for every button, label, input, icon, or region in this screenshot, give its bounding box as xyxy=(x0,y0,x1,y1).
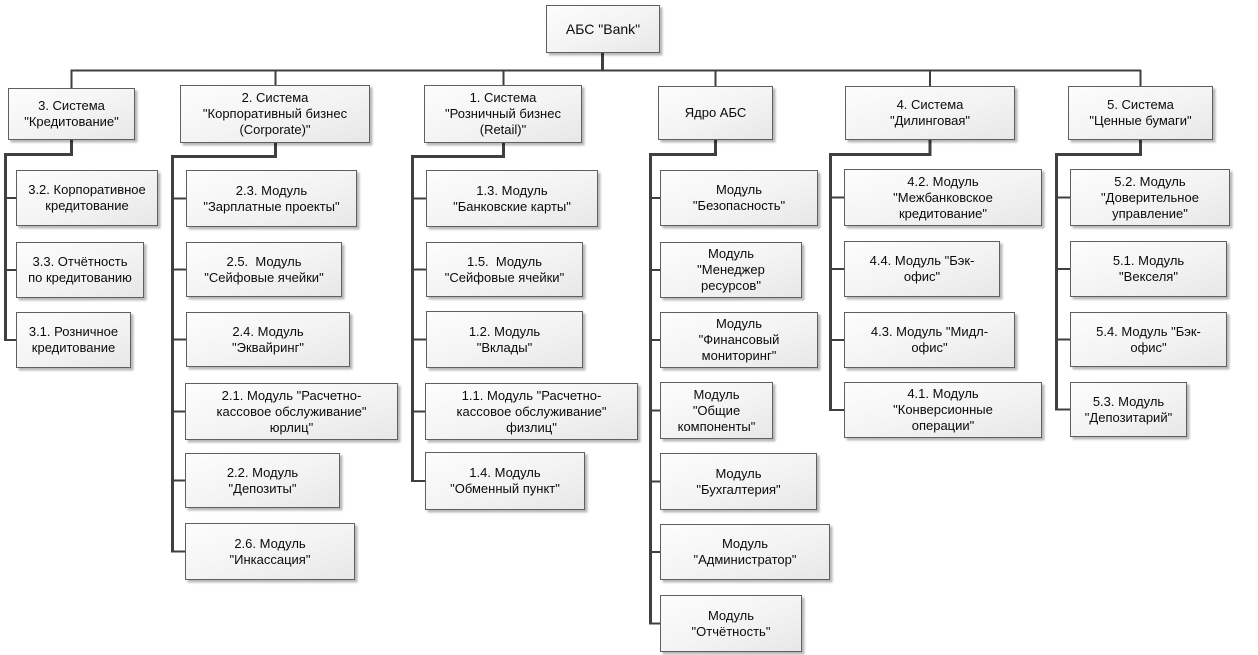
node-2-1-rko-yurlits: 2.1. Модуль "Расчетно- кассовое обслужив… xyxy=(185,383,398,440)
node-system-1-roznichny-biznes: 1. Система "Розничный бизнес (Retail)" xyxy=(424,85,582,143)
node-modul-obshchie-komponenty: Модуль "Общие компоненты" xyxy=(660,382,773,439)
node-5-3-depozitariy: 5.3. Модуль "Депозитарий" xyxy=(1070,382,1187,437)
node-1-3-bankovskie-karty: 1.3. Модуль "Банковские карты" xyxy=(426,170,598,227)
node-2-6-inkassatsiya: 2.6. Модуль "Инкассация" xyxy=(185,523,355,580)
node-modul-finansovy-monitoring: Модуль "Финансовый мониторинг" xyxy=(660,312,818,368)
node-modul-bezopasnost: Модуль "Безопасность" xyxy=(660,170,818,226)
node-1-5-seyfovye-yacheyki: 1.5. Модуль "Сейфовые ячейки" xyxy=(426,242,583,297)
node-1-1-rko-fizlits: 1.1. Модуль "Расчетно- кассовое обслужив… xyxy=(425,383,638,440)
node-system-2-korporativny-biznes: 2. Система "Корпоративный бизнес (Corpor… xyxy=(180,85,370,143)
node-5-4-bek-ofis: 5.4. Модуль "Бэк- офис" xyxy=(1070,312,1227,367)
node-2-2-depozity: 2.2. Модуль "Депозиты" xyxy=(185,453,340,508)
node-4-3-midl-ofis: 4.3. Модуль "Мидл- офис" xyxy=(844,312,1015,368)
node-4-2-mezhbankovskoe-kreditovanie: 4.2. Модуль "Межбанковское кредитование" xyxy=(844,169,1042,226)
node-3-3-otchetnost-po-kreditovaniyu: 3.3. Отчётность по кредитованию xyxy=(16,242,144,298)
node-modul-administrator: Модуль "Администратор" xyxy=(660,524,830,580)
node-4-4-bek-ofis: 4.4. Модуль "Бэк- офис" xyxy=(844,241,1000,297)
connector-child-stubs xyxy=(4,196,1070,625)
node-2-3-zarplatnye-proekty: 2.3. Модуль "Зарплатные проекты" xyxy=(186,170,357,227)
node-system-5-tsennye-bumagi: 5. Система "Ценные бумаги" xyxy=(1068,86,1213,140)
node-system-4-dilingovaya: 4. Система "Дилинговая" xyxy=(845,86,1015,140)
connector-column-stubs xyxy=(70,70,1142,88)
node-2-4-ekvayring: 2.4. Модуль "Эквайринг" xyxy=(186,312,350,367)
node-modul-menedzher-resursov: Модуль "Менеджер ресурсов" xyxy=(660,242,802,298)
node-1-4-obmenny-punkt: 1.4. Модуль "Обменный пункт" xyxy=(425,452,585,510)
node-modul-otchetnost: Модуль "Отчётность" xyxy=(660,595,802,652)
node-4-1-konversionnye-operatsii: 4.1. Модуль "Конверсионные операции" xyxy=(844,382,1042,438)
node-3-2-korporativnoe-kreditovanie: 3.2. Корпоративное кредитование xyxy=(16,170,158,226)
node-system-3-kreditovanie: 3. Система "Кредитование" xyxy=(8,88,135,140)
node-1-2-vklady: 1.2. Модуль "Вклады" xyxy=(426,311,583,368)
connector-elbow-trunks xyxy=(4,140,1142,624)
node-3-1-roznichnoe-kreditovanie: 3.1. Розничное кредитование xyxy=(16,312,131,368)
node-yadro-abs: Ядро АБС xyxy=(658,86,773,140)
node-modul-bukhgalteriya: Модуль "Бухгалтерия" xyxy=(660,453,817,510)
node-abs-bank: АБС "Bank" xyxy=(546,5,660,53)
node-5-2-doveritelnoe-upravlenie: 5.2. Модуль "Доверительное управление" xyxy=(1070,169,1230,226)
node-2-5-seyfovye-yacheyki: 2.5. Модуль "Сейфовые ячейки" xyxy=(186,242,342,297)
node-5-1-vekselya: 5.1. Модуль "Векселя" xyxy=(1070,241,1227,297)
